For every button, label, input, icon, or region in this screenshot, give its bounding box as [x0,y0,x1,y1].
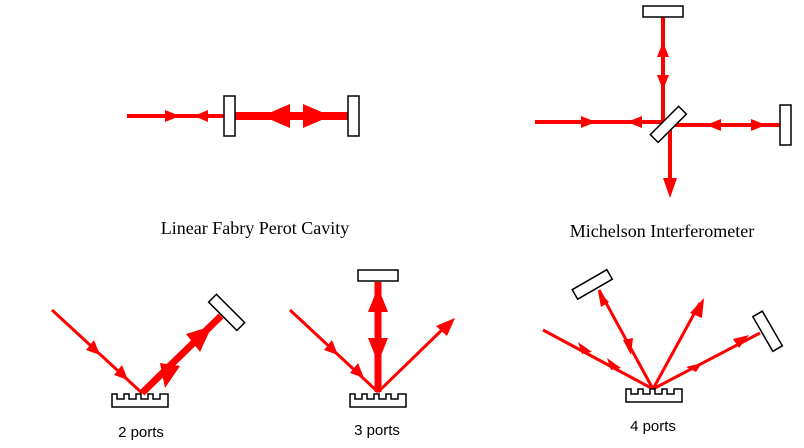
fp-input-arrow [165,110,180,122]
mi-vertical-arrow-down [657,75,669,90]
g4-left-up-arrow [598,291,609,307]
grating-two-ports: 2 ports [50,293,246,441]
g2-grating [111,393,169,408]
g2-mirror [207,293,246,332]
fp-cavity-arrow-right [303,104,331,128]
g4-input-beam [542,328,654,391]
g4-left-down-arrow [623,338,633,355]
mi-output-arrow [663,178,677,198]
michelson-interferometer: Michelson Interferometer [535,5,792,241]
fp-input-mirror [223,95,236,137]
mi-side-mirror [779,104,792,146]
fp-cavity-arrow-left [262,104,290,128]
grating-three-ports: 3 ports [288,269,455,439]
g2-input-arrow-2 [114,365,128,380]
fabry-perot-cavity: Linear Fabry Perot Cavity [127,95,360,238]
g3-mirror [357,269,399,282]
fp-end-mirror [347,95,360,137]
g2-arrow-up [186,326,212,352]
mi-vertical-arrow-up [657,42,669,57]
g4-right-up-arrow [733,335,749,348]
g3-input-arrow-2 [350,363,364,378]
g3-output-beam [376,324,448,394]
michelson-label: Michelson Interferometer [570,221,754,241]
g2-arrow-down [160,363,180,388]
g4-input-arrow-1 [578,342,592,354]
fabry-perot-label: Linear Fabry Perot Cavity [161,218,349,238]
two-ports-label: 2 ports [118,424,164,441]
g4-output-beam-1 [651,302,702,390]
mi-horizontal-arrow-right [751,119,766,131]
mi-top-mirror [642,5,684,18]
g4-grating [625,388,683,403]
g4-left-mirror [571,268,614,301]
g4-right-down-arrow [686,363,702,372]
fp-reflected-arrow [194,110,208,122]
g2-input-arrow-1 [86,340,100,355]
mi-input-arrow [581,116,596,128]
g3-input-arrow-1 [324,340,338,355]
three-ports-label: 3 ports [354,422,400,439]
mi-return-arrow [627,116,642,128]
four-ports-label: 4 ports [630,418,676,435]
g3-output-arrow [436,318,455,336]
mi-beam-splitter [649,105,688,144]
g4-right-mirror [751,310,784,353]
g4-input-arrow-2 [607,358,621,370]
g3-arrow-up [368,287,388,312]
g4-output-arrow-1 [690,298,704,318]
grating-four-ports: 4 ports [542,268,784,435]
mi-horizontal-arrow-left [706,119,721,131]
g3-grating [349,393,407,408]
g3-arrow-down [368,338,388,363]
